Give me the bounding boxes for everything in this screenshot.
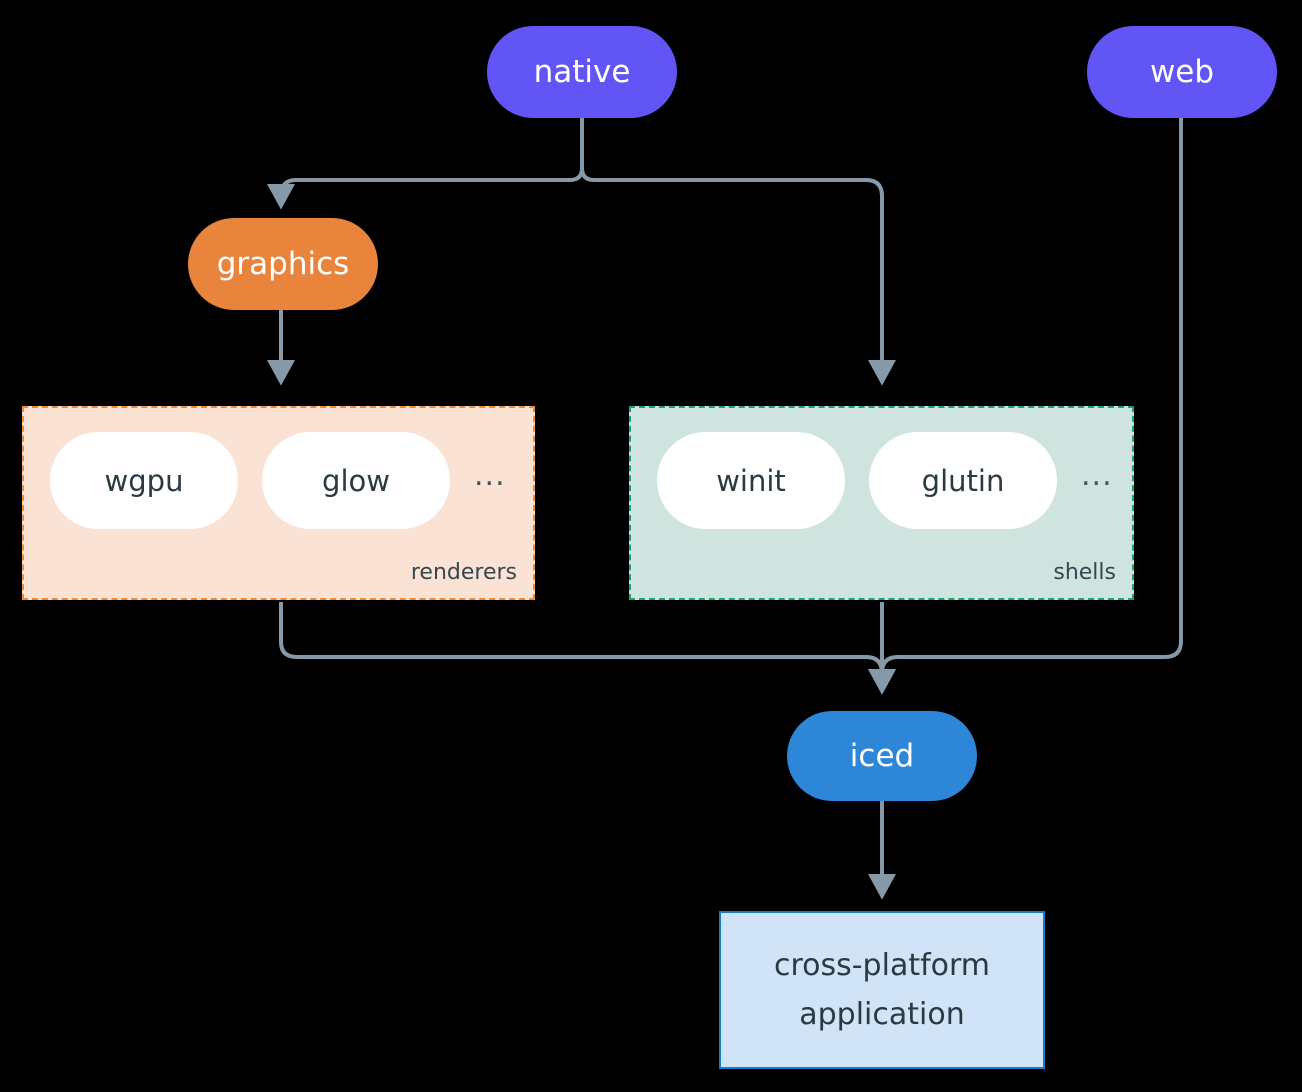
node-graphics[interactable]: graphics — [188, 218, 378, 310]
edge-native-graphics — [267, 167, 584, 210]
chip-wgpu-label: wgpu — [104, 463, 184, 498]
shells-ellipsis: ... — [1081, 457, 1113, 493]
edge-web-iced — [868, 118, 1183, 695]
group-renderers[interactable]: wgpu glow ... renderers — [22, 406, 535, 600]
node-graphics-label: graphics — [216, 245, 350, 282]
chip-wgpu[interactable]: wgpu — [50, 432, 238, 529]
chip-glutin-label: glutin — [921, 463, 1005, 498]
edge-renderers-iced — [279, 602, 896, 695]
group-shells-items: winit glutin ... — [657, 432, 1113, 529]
node-cross-platform-application[interactable]: cross-platform application — [719, 911, 1045, 1069]
group-shells-title: shells — [1053, 560, 1116, 585]
node-iced[interactable]: iced — [787, 711, 977, 801]
node-iced-label: iced — [849, 737, 915, 774]
node-native[interactable]: native — [487, 26, 677, 118]
chip-glow-label: glow — [322, 463, 390, 498]
group-renderers-items: wgpu glow ... — [50, 432, 506, 529]
node-app-line2: application — [799, 997, 965, 1032]
node-web[interactable]: web — [1087, 26, 1277, 118]
chip-glow[interactable]: glow — [262, 432, 450, 529]
chip-winit-label: winit — [716, 463, 786, 498]
node-web-label: web — [1149, 53, 1215, 90]
edge-native-bus — [580, 118, 896, 386]
renderers-ellipsis: ... — [474, 457, 506, 493]
group-renderers-title: renderers — [410, 560, 517, 585]
chip-glutin[interactable]: glutin — [869, 432, 1057, 529]
node-app-line1: cross-platform — [773, 947, 991, 983]
chip-winit[interactable]: winit — [657, 432, 845, 529]
node-native-label: native — [533, 53, 631, 90]
group-shells[interactable]: winit glutin ... shells — [629, 406, 1134, 600]
